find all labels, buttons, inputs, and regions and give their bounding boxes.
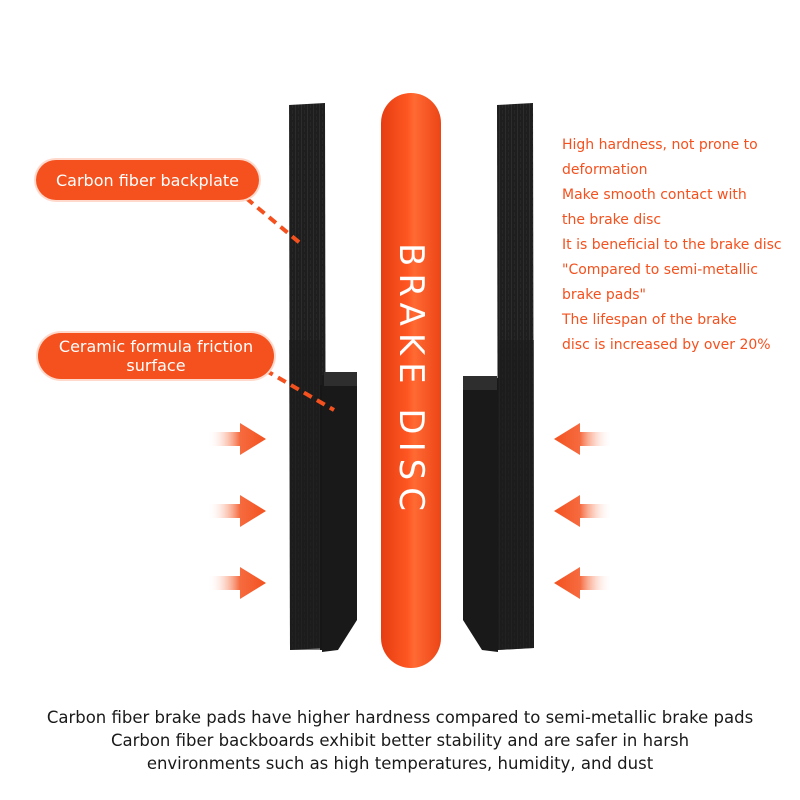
pressure-arrow-icon [208, 495, 266, 527]
left-friction-top-edge [324, 372, 357, 386]
backplate-leader-line [244, 196, 302, 245]
right-pressure-arrows [554, 423, 612, 599]
left-pad-lower [289, 340, 322, 650]
caption-line: Carbon fiber brake pads have higher hard… [46, 708, 754, 727]
pressure-arrow-icon [554, 567, 612, 599]
caption-line: Carbon fiber backboards exhibit better s… [110, 731, 690, 750]
feature-note-line: High hardness, not prone to [562, 137, 758, 153]
feature-note-line: brake pads" [562, 287, 646, 303]
feature-note-line: the brake disc [562, 212, 662, 228]
pressure-arrow-icon [208, 567, 266, 599]
feature-note-line: "Compared to semi-metallic [562, 262, 758, 278]
feature-note-line: deformation [562, 162, 648, 178]
right-brake-pad [463, 103, 534, 652]
feature-note-line: The lifespan of the brake [562, 312, 737, 328]
feature-note-line: disc is increased by over 20% [562, 337, 771, 353]
feature-notes: High hardness, not prone to deformation … [562, 133, 792, 358]
feature-note-line: It is beneficial to the brake disc [562, 237, 782, 253]
pressure-arrow-icon [208, 423, 266, 455]
friction-leader-line [263, 368, 336, 412]
left-friction-block [322, 375, 357, 652]
feature-note-line: Make smooth contact with [562, 187, 747, 203]
left-brake-pad [289, 103, 357, 652]
caption-line: environments such as high temperatures, … [146, 754, 654, 773]
right-pad-lower [498, 340, 534, 650]
left-pressure-arrows [208, 423, 266, 599]
product-caption: Carbon fiber brake pads have higher hard… [0, 706, 800, 775]
friction-surface-callout: Ceramic formula friction surface [38, 333, 274, 379]
backplate-callout: Carbon fiber backplate [36, 160, 259, 200]
brake-disc [381, 93, 441, 668]
right-friction-block [463, 378, 498, 652]
brake-disc-label: BRAKE DISC [391, 242, 431, 518]
right-friction-top-edge [463, 376, 497, 390]
pressure-arrow-icon [554, 495, 612, 527]
pressure-arrow-icon [554, 423, 612, 455]
